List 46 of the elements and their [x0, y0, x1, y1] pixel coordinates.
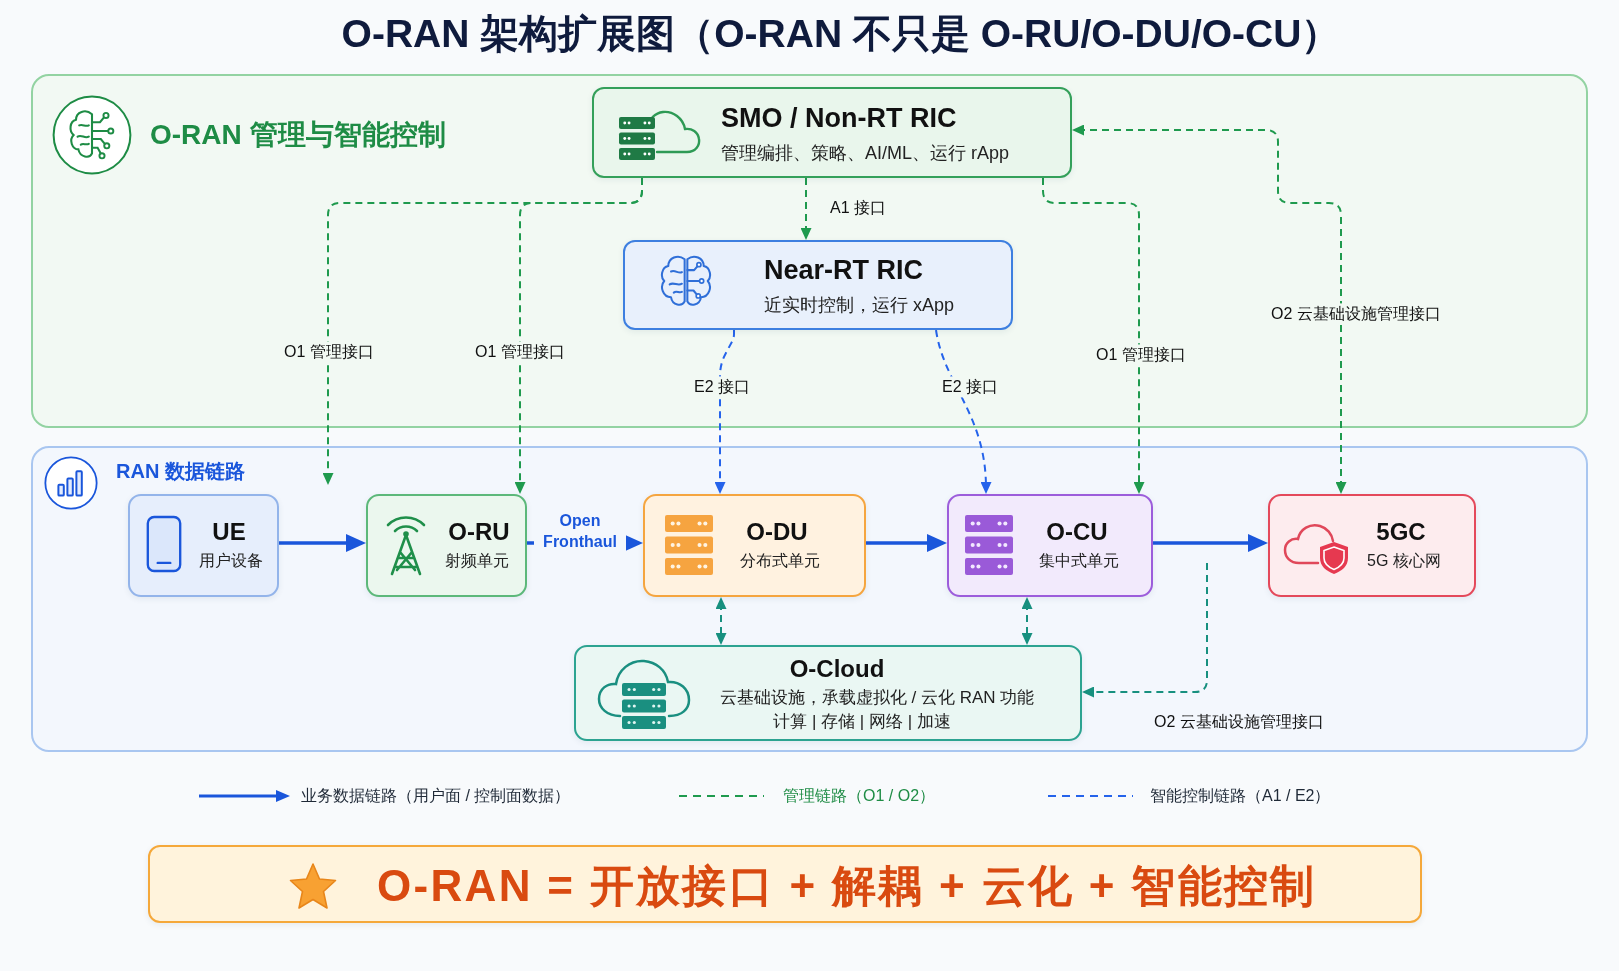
component-description: 5G 核心网: [1367, 551, 1441, 571]
dashed-arrow: [714, 329, 735, 494]
summary-text: O-RAN = 开放接口 + 解耦 + 云化 + 智能控制: [377, 860, 1317, 912]
group-panel: [31, 74, 1588, 428]
component-description: 用户设备: [199, 551, 263, 571]
component-name: SMO / Non-RT RIC: [721, 103, 957, 135]
diagram-title: O-RAN 架构扩展图（O-RAN 不只是 O-RU/O-DU/O-CU）: [341, 11, 1341, 57]
component-name: 5GC: [1376, 518, 1426, 546]
component-name: O-DU: [746, 518, 808, 546]
component-description: 集中式单元: [1039, 551, 1119, 571]
legend-text: 智能控制链路（A1 / E2）: [1150, 786, 1331, 806]
dashed-arrow: [935, 329, 992, 494]
section-heading: O-RAN 管理与智能控制: [150, 118, 446, 152]
component-name: O-CU: [1046, 518, 1108, 546]
arrow: [279, 534, 365, 552]
component-box: [592, 87, 1072, 178]
arrow: [1153, 534, 1267, 552]
component-box: [128, 494, 279, 597]
dashed-double-arrow: [1021, 597, 1033, 645]
dashed-arrow: [1082, 562, 1208, 698]
component-box: [643, 494, 866, 597]
component-name: O-Cloud: [789, 655, 885, 683]
section-heading: RAN 数据链路: [116, 459, 245, 483]
component-box: [623, 240, 1013, 330]
group-panel: [31, 446, 1588, 752]
dashed-arrow: [800, 177, 812, 240]
component-description: 计算 | 存储 | 网络 | 加速: [773, 712, 951, 732]
dashed-double-arrow: [715, 597, 727, 645]
component-name: O-RU: [448, 518, 510, 546]
component-description: 管理编排、策略、AI/ML、运行 rApp: [721, 142, 1010, 164]
component-box: [366, 494, 527, 597]
component-description: 射频单元: [445, 551, 509, 571]
component-box: [947, 494, 1153, 597]
component-description: 云基础设施，承载虚拟化 / 云化 RAN 功能: [719, 688, 1035, 708]
component-description: 近实时控制，运行 xApp: [764, 294, 955, 316]
component-description: 分布式单元: [740, 551, 820, 571]
legend-text: 管理链路（O1 / O2）: [783, 786, 936, 806]
component-name: UE: [212, 518, 246, 546]
component-name: Near-RT RIC: [764, 255, 924, 287]
summary-banner: [148, 845, 1422, 923]
component-box: [1268, 494, 1476, 597]
component-box: [574, 645, 1082, 741]
dashed-double-arrow: [1072, 124, 1347, 494]
dashed-arrow: [1042, 177, 1145, 494]
arrow: [866, 534, 946, 552]
legend-text: 业务数据链路（用户面 / 控制面数据）: [301, 786, 571, 806]
